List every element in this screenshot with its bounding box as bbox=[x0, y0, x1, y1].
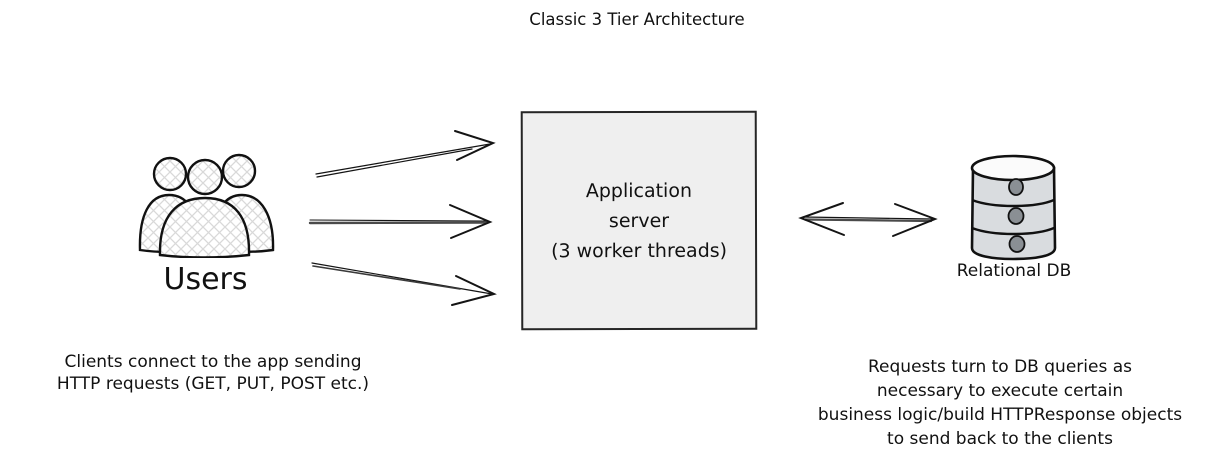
caption-db-requests-line3: business logic/build HTTPResponse object… bbox=[817, 405, 1183, 425]
caption-db-requests-line1: Requests turn to DB queries as bbox=[868, 357, 1132, 377]
database-label: Relational DB bbox=[956, 261, 1072, 281]
app-server-label-line1: Application bbox=[585, 179, 693, 202]
users-label: Users bbox=[163, 262, 248, 297]
caption-clients: Clients connect to the app sending HTTP … bbox=[18, 351, 408, 395]
diagram-title: Classic 3 Tier Architecture bbox=[529, 10, 745, 29]
double-headed-arrow-icon bbox=[798, 202, 938, 237]
app-server-node: Application server (3 worker threads) bbox=[520, 110, 758, 331]
caption-clients-line2: HTTP requests (GET, PUT, POST etc.) bbox=[56, 374, 370, 394]
app-server-label-line3: (3 worker threads) bbox=[551, 239, 728, 262]
arrow-right-icon-middle bbox=[308, 204, 493, 239]
arrow-right-icon-top bbox=[315, 130, 496, 178]
app-server-label: Application server (3 worker threads) bbox=[551, 175, 727, 265]
caption-db-requests-line2: necessary to execute certain bbox=[876, 381, 1124, 401]
app-server-label-line2: server bbox=[608, 209, 670, 232]
caption-db-requests-line4: to send back to the clients bbox=[887, 429, 1113, 449]
arrow-right-icon-bottom bbox=[311, 262, 497, 306]
users-group-icon bbox=[137, 150, 277, 259]
caption-clients-line1: Clients connect to the app sending bbox=[64, 352, 362, 372]
caption-db-requests: Requests turn to DB queries as necessary… bbox=[780, 355, 1220, 451]
database-cylinder-icon bbox=[963, 148, 1067, 263]
